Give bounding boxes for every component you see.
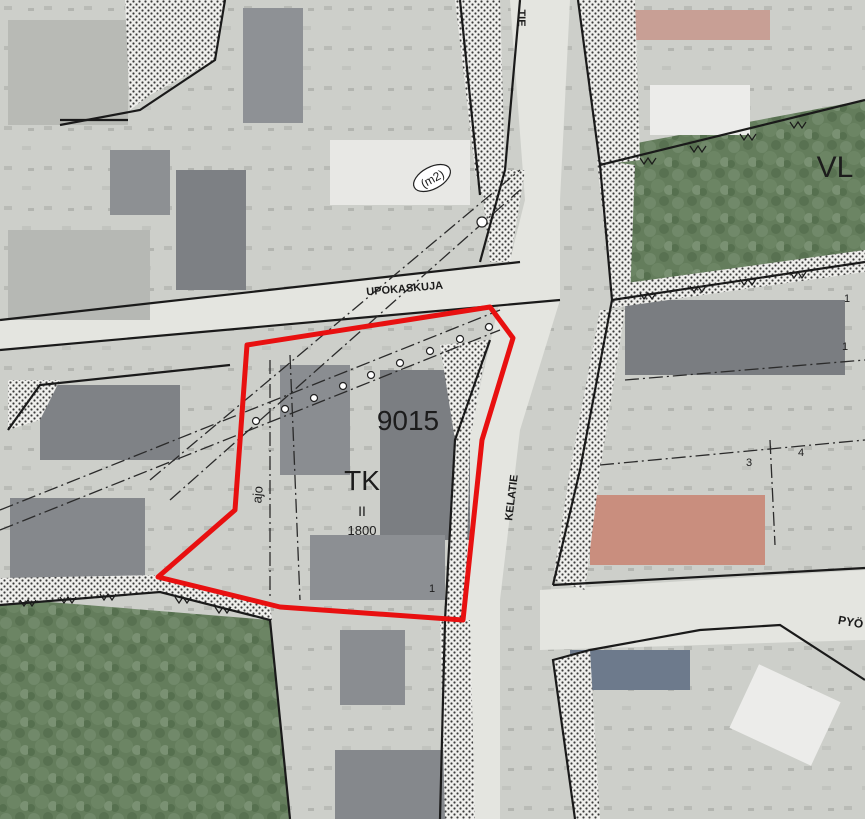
forest-southwest xyxy=(0,598,290,819)
utility-marker xyxy=(366,370,376,380)
boundary-line xyxy=(599,98,865,167)
boundary-line xyxy=(0,590,292,819)
hatched-strip xyxy=(0,575,272,620)
plot-number-label: 1 xyxy=(844,293,850,305)
building xyxy=(340,630,405,705)
utility-line xyxy=(289,354,301,601)
utility-line xyxy=(599,439,865,466)
zone-floor-area-label: 1800 xyxy=(348,523,377,538)
utility-symbol-ellipse xyxy=(413,163,451,193)
boundary-line xyxy=(552,566,865,587)
zone-label-tk: TK xyxy=(344,465,380,496)
hatched-strip xyxy=(440,620,475,819)
boundary-line xyxy=(458,0,482,196)
building xyxy=(729,664,841,766)
road-kelatie xyxy=(440,0,570,819)
utility-line xyxy=(0,309,501,511)
utility-marker xyxy=(395,358,405,368)
utility-marker xyxy=(476,216,488,228)
building xyxy=(40,385,180,460)
zone-floors-label: II xyxy=(358,503,366,519)
utility-marker xyxy=(484,322,494,332)
utility-line xyxy=(769,439,776,546)
hatched-strip xyxy=(612,250,865,308)
building xyxy=(310,535,445,600)
hatched-strip xyxy=(125,0,225,110)
building xyxy=(625,300,845,375)
hatched-strip xyxy=(440,340,488,620)
utility-symbol: (m2) xyxy=(413,163,451,193)
road-label-top: TIE xyxy=(515,9,527,26)
forest-edge-mark xyxy=(639,120,807,166)
plot-number-label: 3 xyxy=(746,457,752,469)
plot-number-label: 1 xyxy=(429,583,435,595)
highlighted-plot-outline[interactable] xyxy=(155,304,516,623)
boundary-line xyxy=(438,339,492,819)
hatched-strip xyxy=(578,0,640,165)
boundary-line xyxy=(478,0,522,263)
utility-marker xyxy=(251,416,261,426)
access-label: ajo xyxy=(249,485,265,504)
building xyxy=(243,8,303,123)
utility-line xyxy=(169,189,521,501)
building xyxy=(650,85,750,135)
building xyxy=(8,20,128,125)
building xyxy=(590,495,765,565)
utility-line xyxy=(149,169,521,481)
road-upokaskuja xyxy=(0,262,560,350)
utility-marker xyxy=(455,334,465,344)
zone-label-vl: VL xyxy=(817,151,854,184)
hatched-strip xyxy=(480,170,525,262)
dashdot-lines xyxy=(0,169,865,601)
boundary-line xyxy=(0,260,521,322)
boundary-line xyxy=(551,0,614,586)
building xyxy=(110,150,170,215)
plot-number-label: 4 xyxy=(798,447,804,459)
boundary-line xyxy=(7,363,231,431)
forest-edge-mark xyxy=(639,270,807,301)
utility-markers xyxy=(251,216,494,426)
block-number-label: 9015 xyxy=(377,405,439,436)
road-label-pyo: PYÖ xyxy=(837,612,865,631)
boundary-line xyxy=(551,623,865,819)
hatched-strip xyxy=(553,470,600,590)
road-pyo xyxy=(540,570,865,650)
boundary-line xyxy=(611,260,865,302)
hatched-strip xyxy=(597,160,635,300)
forest-northeast xyxy=(600,100,865,300)
building xyxy=(176,170,246,290)
utility-marker xyxy=(425,346,435,356)
boundary-line xyxy=(59,0,227,127)
road-label-kelatie: KELATIE xyxy=(503,474,521,521)
utility-line xyxy=(624,359,865,381)
buildings-layer xyxy=(8,8,845,819)
building xyxy=(620,10,770,40)
building xyxy=(10,498,145,578)
forest-edge-mark xyxy=(19,592,232,615)
plot-number-label: 1 xyxy=(842,341,848,353)
hatched-strip xyxy=(553,650,600,819)
hatched-strip xyxy=(570,310,625,470)
utility-marker xyxy=(338,381,348,391)
hatched-strip xyxy=(8,380,60,430)
forest-edge-marks xyxy=(19,120,807,615)
building xyxy=(335,750,445,819)
utility-marker xyxy=(309,393,319,403)
utility-marker xyxy=(280,404,290,414)
hatched-strip xyxy=(455,0,505,195)
